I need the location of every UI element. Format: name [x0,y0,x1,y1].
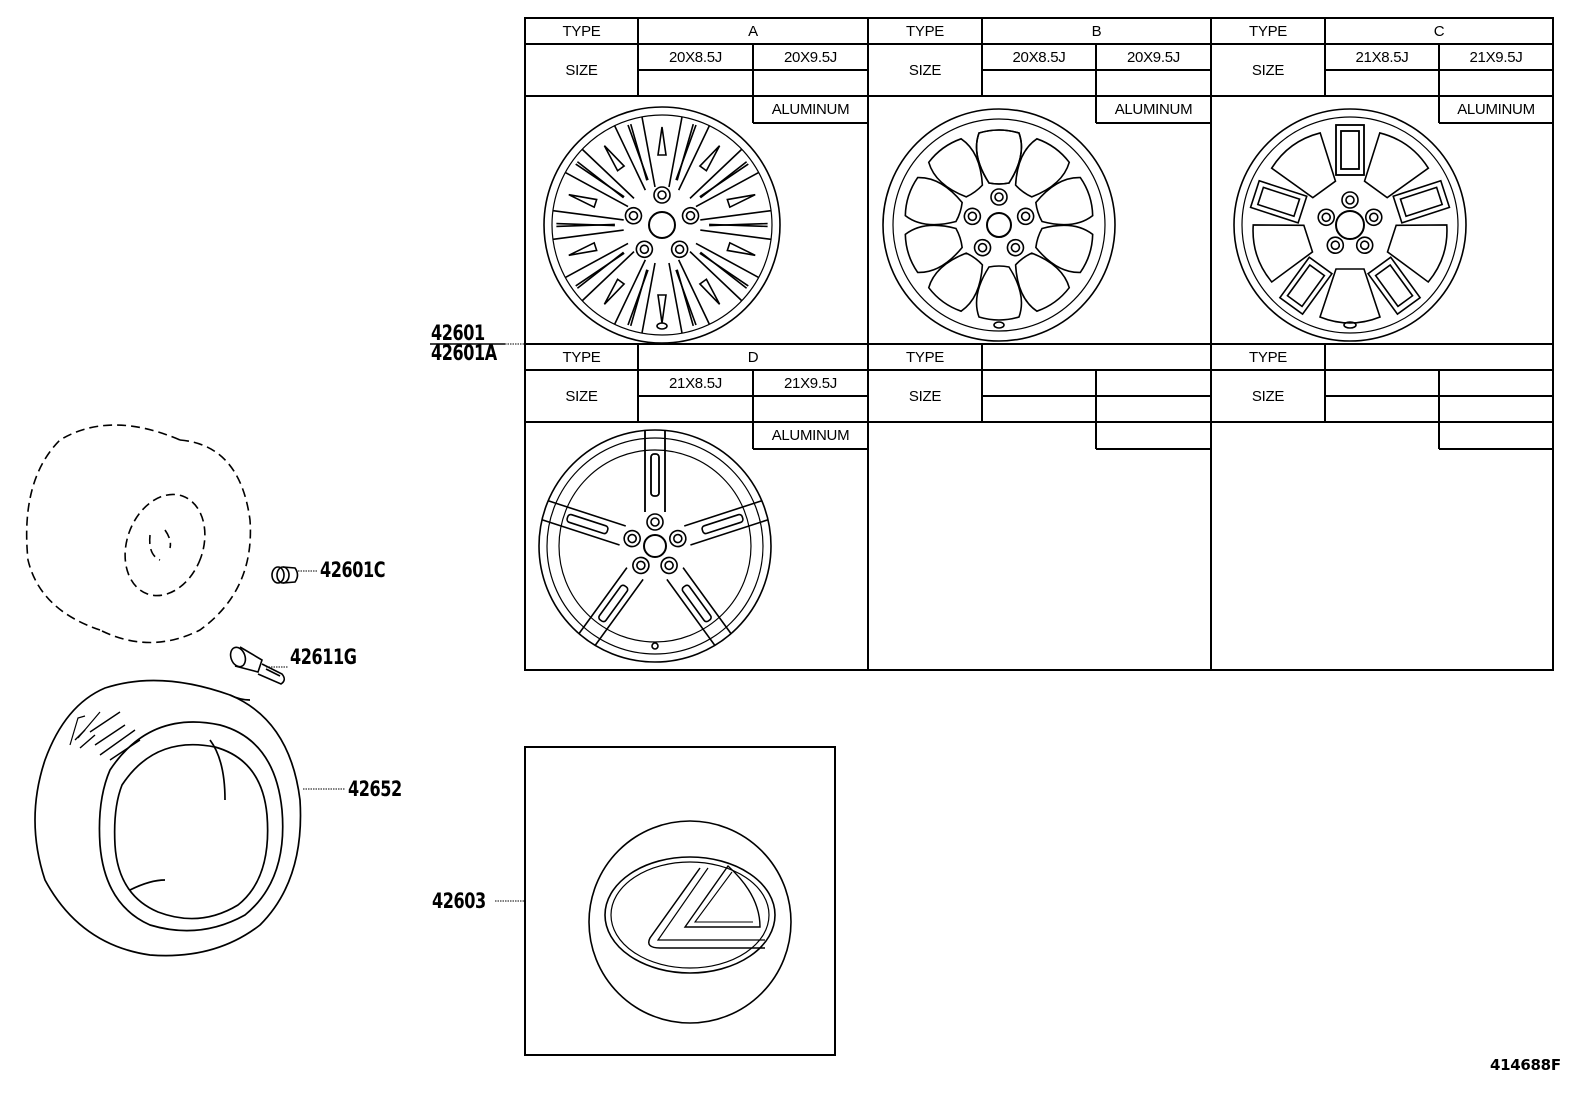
type-label-e: TYPE [906,349,944,366]
type-label-a: TYPE [562,23,601,40]
callout-42611G: 42611G [290,645,357,669]
size-a-2: 20X9.5J [784,49,837,66]
size-d-1: 21X8.5J [669,375,722,392]
callout-42601: 42601 [431,321,485,345]
type-value-c: C [1433,23,1445,40]
callout-42603: 42603 [432,889,486,913]
size-label-c: SIZE [1251,62,1285,79]
material-b: ALUMINUM [1114,101,1193,118]
type-value-d: D [747,349,759,366]
material-a: ALUMINUM [771,101,850,118]
callout-42601C: 42601C [320,558,386,582]
material-c: ALUMINUM [1457,101,1535,118]
figure-number: 414688F [1490,1056,1561,1074]
size-label-d: SIZE [565,388,598,405]
callout-42652: 42652 [348,777,402,801]
size-label-b: SIZE [908,62,942,79]
size-a-1: 20X8.5J [669,49,722,66]
type-label-b: TYPE [906,23,944,40]
size-label-f: SIZE [1251,388,1285,405]
size-label-e: SIZE [908,388,942,405]
type-value-b: B [1091,23,1102,40]
material-d: ALUMINUM [771,427,850,444]
size-c-1: 21X8.5J [1355,49,1409,66]
size-b-1: 20X8.5J [1012,49,1066,66]
type-label-d: TYPE [562,349,601,366]
type-value-a: A [748,23,758,40]
type-label-f: TYPE [1249,349,1287,366]
size-b-2: 20X9.5J [1127,49,1180,66]
size-d-2: 21X9.5J [784,375,837,392]
callout-42601A: 42601A [431,341,497,365]
type-label-c: TYPE [1249,23,1287,40]
size-label-a: SIZE [565,62,598,79]
size-c-2: 21X9.5J [1469,49,1523,66]
